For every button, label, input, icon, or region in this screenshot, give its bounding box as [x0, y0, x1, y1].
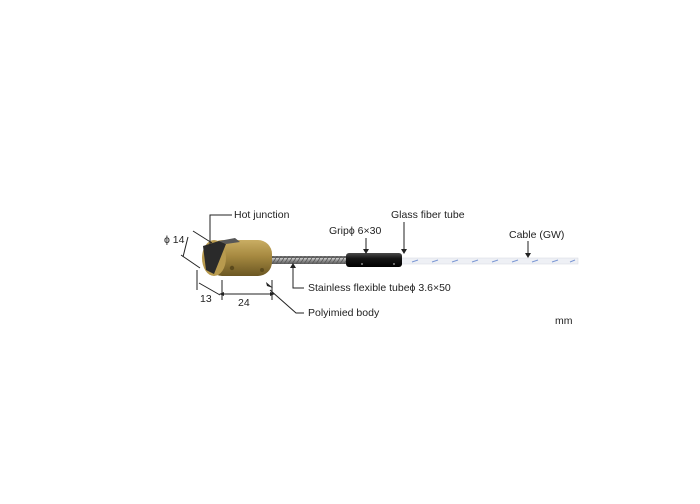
diameter-dimension: ϕ 14: [164, 234, 185, 246]
glass-fiber-tube-label: Glass fiber tube: [391, 209, 465, 221]
arrowheads: [219, 249, 531, 296]
cable: [399, 257, 579, 265]
grip: [346, 253, 402, 267]
tip-length-dimension: 13: [200, 293, 212, 305]
stainless-tube-label: Stainless flexible tubeϕ 3.6×50: [308, 282, 451, 294]
polyimide-body: [202, 238, 272, 276]
body-length-dimension: 24: [238, 297, 250, 309]
body-label: Polyimied body: [308, 307, 380, 319]
leader-lines: [180, 214, 529, 314]
cable-label: Cable (GW): [509, 229, 565, 241]
unit-label: mm: [555, 315, 573, 327]
stainless-tube: [266, 256, 348, 264]
hot-junction-label: Hot junction: [234, 209, 290, 221]
grip-label: Gripϕ 6×30: [329, 225, 382, 237]
